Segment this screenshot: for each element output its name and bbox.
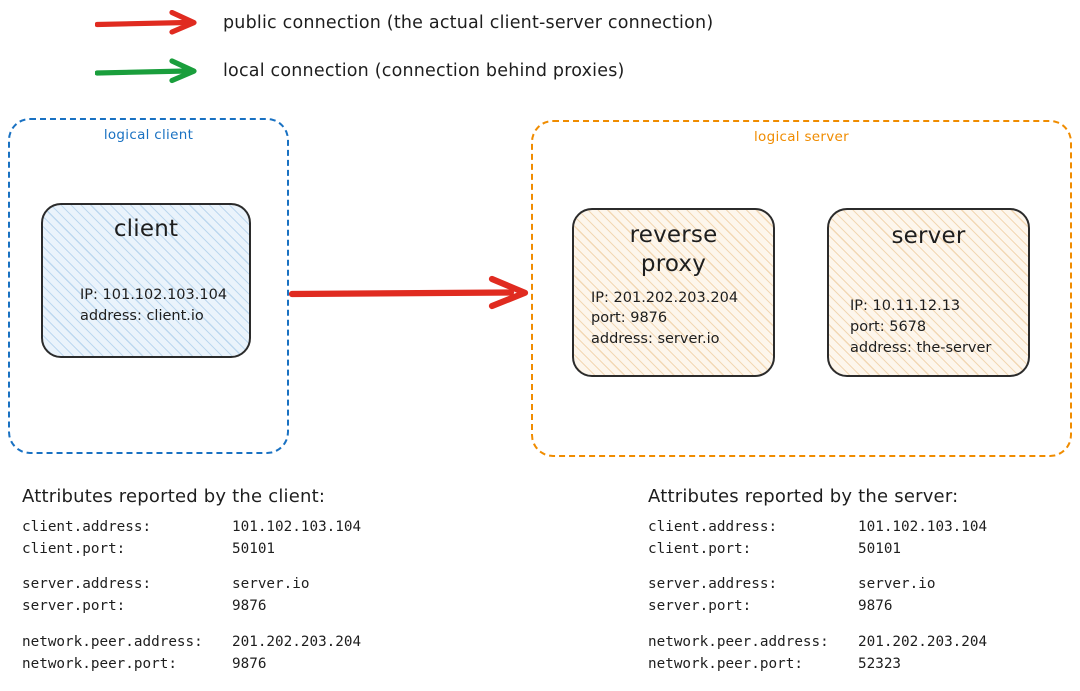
table-row: server.port: 9876 [22,596,361,618]
server-node-hatch-pattern [829,210,1028,375]
table-row: network.peer.port: 9876 [22,654,361,676]
attr-key: server.address: [648,576,778,593]
row-group-spacer [22,618,361,632]
legend-item-local-connection: local connection (connection behind prox… [95,58,625,84]
attr-value: server.io [858,576,936,593]
attr-value: 50101 [232,540,276,557]
attr-key: client.address: [22,519,152,535]
client-node-attr-ip: IP: 101.102.103.104 [80,287,228,304]
table-row: network.peer.address: 201.202.203.204 [648,632,987,654]
client-attributes-heading: Attributes reported by the client: [22,486,326,507]
reverse-proxy-node-attr-port: port: 9876 [591,310,668,327]
attr-key: client.port: [648,540,752,557]
logical-server-label: logical server [753,129,849,145]
server-node-attr-address: address: the-server [850,339,992,356]
client-node: client IP: 101.102.103.104 address: clie… [41,203,251,358]
attr-value: 201.202.203.204 [232,633,362,650]
table-row: server.port: 9876 [648,596,987,618]
attr-key: network.peer.address: [648,633,829,650]
reverse-proxy-node-title: reverse proxy [629,222,718,278]
logical-server-group: logical server reverse proxy IP: 201.202… [531,120,1072,457]
reverse-proxy-node-attr-address: address: server.io [591,331,720,348]
server-attributes-rows: client.address: 101.102.103.104 client.p… [648,517,987,675]
attr-key: server.port: [648,598,752,615]
legend-label-public-connection: public connection (the actual client-ser… [223,13,714,33]
server-node-attr-port: port: 5678 [850,319,927,336]
table-row: server.address: server.io [648,574,987,596]
reverse-proxy-node-attr-ip: IP: 201.202.203.204 [591,289,739,306]
server-node-title: server [891,223,966,249]
attr-value: 101.102.103.104 [232,519,362,535]
attr-key: network.peer.address: [22,633,203,650]
attr-value: 101.102.103.104 [858,519,988,535]
table-row: client.address: 101.102.103.104 [22,517,361,539]
client-node-title: client [113,216,179,242]
attr-key: server.address: [22,576,152,593]
attr-key: client.port: [22,540,126,557]
client-node-hatch-pattern [43,205,249,356]
server-node: server IP: 10.11.12.13 port: 5678 addres… [827,208,1030,377]
attr-value: 9876 [232,598,267,615]
client-node-attributes: IP: 101.102.103.104 address: client.io [80,285,227,326]
client-node-attr-address: address: client.io [80,308,204,325]
reverse-proxy-node-hatch-pattern [574,210,773,375]
attr-value: 52323 [858,655,902,672]
attr-key: client.address: [648,519,778,535]
attr-key: network.peer.port: [648,655,803,672]
logical-client-label: logical client [103,127,194,143]
server-node-attributes: IP: 10.11.12.13 port: 5678 address: the-… [850,296,991,358]
table-row: client.address: 101.102.103.104 [648,517,987,539]
table-row: client.port: 50101 [648,539,987,561]
public-connection-arrow-icon [289,275,529,310]
row-group-spacer [648,560,987,574]
client-attributes-rows: client.address: 101.102.103.104 client.p… [22,517,361,675]
client-attributes-table: Attributes reported by the client: clien… [22,486,361,675]
table-row: client.port: 50101 [22,539,361,561]
row-group-spacer [648,618,987,632]
attr-value: 50101 [858,540,902,557]
legend-item-public-connection: public connection (the actual client-ser… [95,10,713,36]
table-row: network.peer.address: 201.202.203.204 [22,632,361,654]
server-attributes-table: Attributes reported by the server: clien… [648,486,987,675]
attr-value: server.io [232,576,310,593]
attr-key: network.peer.port: [22,655,177,672]
server-attributes-heading: Attributes reported by the server: [648,486,959,507]
attr-value: 201.202.203.204 [858,633,988,650]
legend-label-local-connection: local connection (connection behind prox… [223,61,625,81]
red-right-arrow-icon [95,10,197,35]
attr-key: server.port: [22,598,126,615]
table-row: network.peer.port: 52323 [648,654,987,676]
attr-value: 9876 [232,655,267,672]
reverse-proxy-node-attributes: IP: 201.202.203.204 port: 9876 address: … [591,288,738,350]
table-row: server.address: server.io [22,574,361,596]
logical-client-group: logical client client IP: 101.102.103.10… [8,118,289,454]
green-right-arrow-icon [95,58,197,84]
server-node-attr-ip: IP: 10.11.12.13 [850,298,961,315]
reverse-proxy-node: reverse proxy IP: 201.202.203.204 port: … [572,208,775,377]
row-group-spacer [22,560,361,574]
attr-value: 9876 [858,598,893,615]
